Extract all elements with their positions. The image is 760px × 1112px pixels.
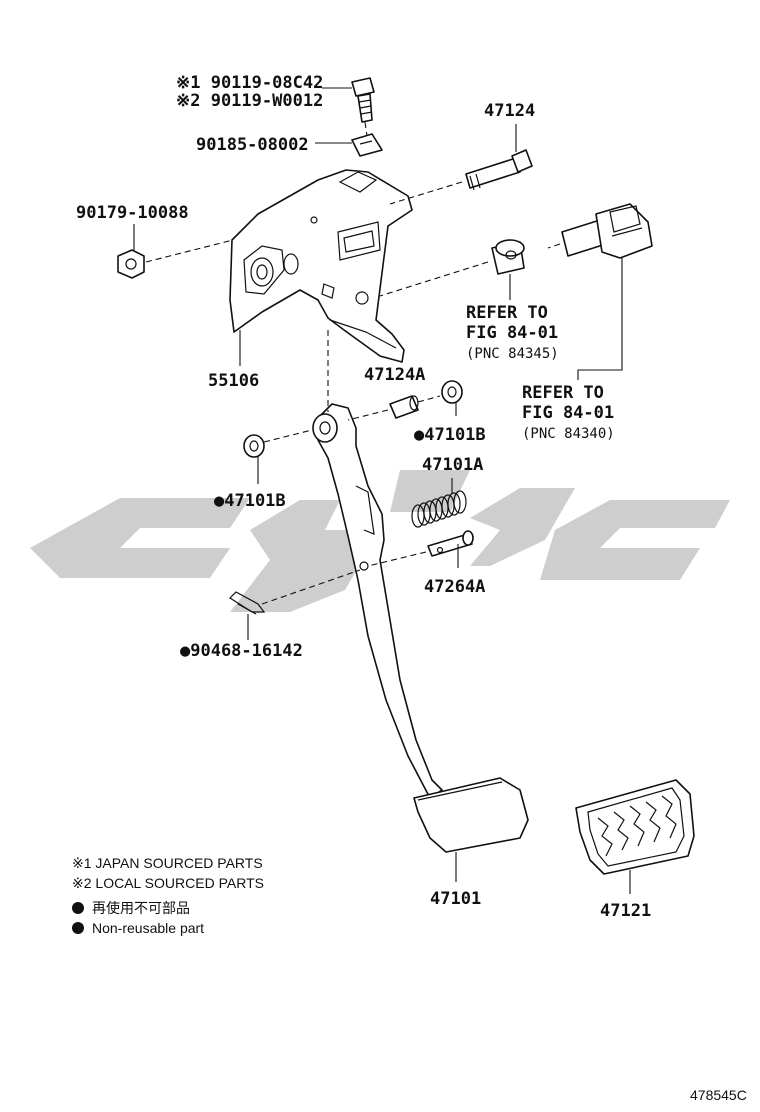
label-bolt-local: ※2 90119-W0012 (176, 91, 323, 111)
label-pin: 47264A (424, 577, 485, 597)
label-refer2-b: FIG 84-01 (522, 403, 614, 423)
label-spring: 47101A (422, 455, 483, 475)
spring-47101A (411, 490, 467, 528)
figure-id: 478545C (690, 1087, 747, 1103)
nut-90179 (117, 249, 145, 279)
pin-47264A (427, 530, 474, 557)
pedal-arm-47101 (312, 403, 529, 853)
legend-nonreuse-jp: 再使用不可部品 (92, 900, 190, 916)
label-refer1-b: FIG 84-01 (466, 323, 558, 343)
label-refer2-c: (PNC 84340) (522, 426, 615, 442)
label-refer1-a: REFER TO (466, 303, 548, 323)
label-bolt-japan: ※1 90119-08C42 (176, 73, 323, 93)
pedal-pad-47121 (575, 779, 695, 875)
bracket-55106 (229, 169, 413, 363)
clip-90468 (229, 591, 266, 615)
collar-bushing (491, 239, 525, 275)
label-refer2-a: REFER TO (522, 383, 604, 403)
label-nut: 90179-10088 (76, 203, 189, 223)
label-bushing-b-top: ●47101B (414, 425, 486, 445)
label-collar: 47124A (364, 365, 425, 385)
label-pedal: 47101 (430, 889, 481, 909)
watermark-logo (30, 470, 730, 612)
bullet-icon (72, 902, 84, 914)
legend-local: ※2 LOCAL SOURCED PARTS (72, 875, 264, 891)
clip-nut-90185 (351, 133, 383, 157)
label-pad: 47121 (600, 901, 651, 921)
bushing-47101B-left (243, 434, 265, 458)
label-shaft-bolt: 47124 (484, 101, 535, 121)
legend: ※1 JAPAN SOURCED PARTS ※2 LOCAL SOURCED … (72, 855, 264, 936)
label-bracket: 55106 (208, 371, 259, 391)
label-clip: ●90468-16142 (180, 641, 303, 661)
bushing-47101B-top (441, 380, 463, 404)
bolt-90119 (351, 77, 375, 123)
bullet-icon (72, 922, 84, 934)
bolt-47124 (465, 149, 533, 191)
label-refer1-c: (PNC 84345) (466, 346, 559, 362)
legend-japan: ※1 JAPAN SOURCED PARTS (72, 855, 263, 871)
label-nut-clip: 90185-08002 (196, 135, 309, 155)
label-bushing-b-left: ●47101B (214, 491, 286, 511)
stop-lamp-switch (561, 203, 653, 259)
legend-nonreuse-en: Non-reusable part (92, 920, 204, 936)
collar-47124A (389, 395, 419, 419)
